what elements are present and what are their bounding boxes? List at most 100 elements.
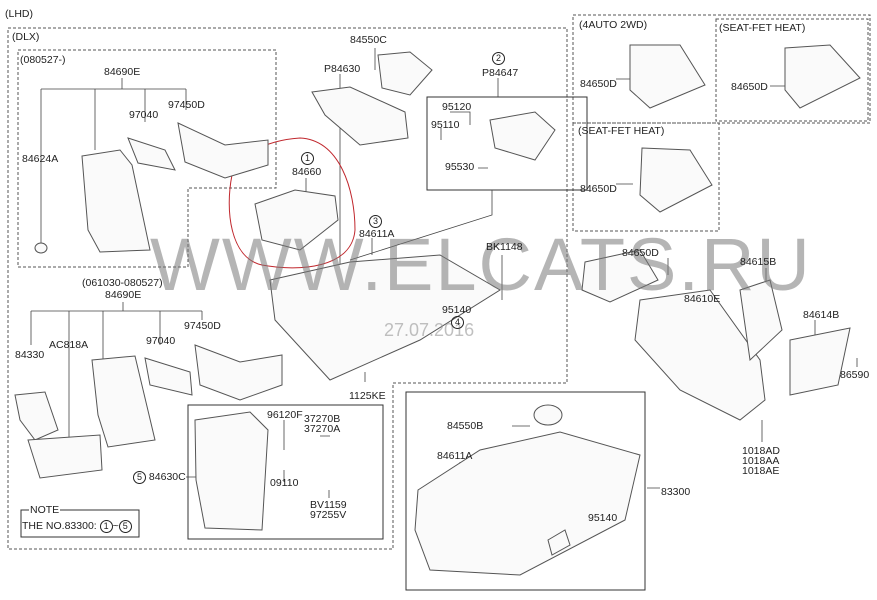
part-label[interactable]: 84690E [105, 289, 142, 301]
part-label[interactable]: 84610E [684, 293, 721, 305]
part-label[interactable]: 84550B [447, 420, 484, 432]
part-label[interactable]: 84611A [437, 450, 473, 462]
note-tilde: ~ [112, 520, 119, 532]
part-label[interactable]: 97255V [310, 509, 347, 521]
part-AC818A-tray [27, 434, 103, 479]
part-P84647-tray [489, 111, 556, 161]
part-label[interactable]: 84690E [104, 66, 141, 78]
part-label[interactable]: 86590 [840, 369, 870, 381]
part-label[interactable]: 97450D [184, 320, 221, 332]
p84630c-box [187, 404, 384, 540]
note-text: THE NO.83300: 1~5 [22, 520, 132, 533]
part-label[interactable]: 84611A [359, 228, 395, 240]
part-label[interactable]: 97040 [146, 335, 176, 347]
part-84660-armrest [254, 189, 339, 251]
leader-lines [30, 48, 858, 520]
part-97040-vent [127, 137, 176, 171]
part-label[interactable]: 1018AD [742, 445, 780, 457]
part-label[interactable]: AC818A [49, 339, 89, 351]
part-label[interactable]: 83300 [661, 486, 691, 498]
part-label[interactable]: 95120 [442, 101, 472, 113]
part-label[interactable]: 37270B [304, 413, 341, 425]
part-84550C-box [377, 51, 433, 96]
circle-number: 5 [118, 520, 132, 533]
watermark: WWW.ELCATS.RU [150, 223, 812, 306]
seat-heat-frame-2 [572, 122, 720, 232]
p84647-box [426, 96, 588, 191]
part-label[interactable]: BV1159 [310, 499, 347, 511]
section-seat-heat-2: (SEAT-FET HEAT) [578, 125, 665, 137]
part-label[interactable]: 97450D [168, 99, 205, 111]
part-label[interactable]: 09110 [270, 477, 299, 489]
part-84615B [739, 279, 783, 362]
part-84690E-panel [91, 355, 156, 448]
part-84630C-frame [194, 411, 269, 531]
part-label[interactable]: BK1148 [486, 241, 523, 253]
section-lhd: (LHD) [5, 8, 33, 20]
part-label[interactable]: 84615B [740, 256, 777, 268]
circle-number: 5 [133, 471, 146, 484]
part-label[interactable]: 84614B [803, 309, 840, 321]
part-97040-vent-b [144, 357, 193, 396]
part-label[interactable]: 84630C [148, 471, 186, 483]
note-label: THE NO.83300: [22, 520, 97, 532]
section-080527: (080527-) [20, 54, 66, 66]
circle-number: 4 [451, 316, 464, 329]
part-label[interactable]: 95140 [442, 304, 472, 316]
dlx-frame [7, 27, 568, 550]
part-label[interactable]: 84624A [22, 153, 59, 165]
auto2wd-frame [572, 14, 871, 124]
note-title: NOTE [29, 504, 61, 516]
solid-boxes [20, 96, 646, 591]
part-label[interactable]: 84330 [15, 349, 45, 361]
part-84650D-a [629, 44, 706, 109]
part-sketches [14, 44, 861, 576]
part-P84630-cover [311, 86, 409, 146]
section-frames [7, 14, 871, 550]
part-label[interactable]: 37270A [304, 423, 341, 435]
part-label[interactable]: 95530 [445, 161, 475, 173]
part-label[interactable]: 84650D [580, 183, 617, 195]
part-84650D-c [639, 147, 713, 213]
late-frame [17, 49, 277, 268]
part-label[interactable]: P84630 [324, 63, 361, 75]
part-label[interactable]: 96120F [267, 409, 303, 421]
part-cap [34, 242, 48, 254]
part-84650D-b [784, 44, 861, 109]
note-box [20, 509, 140, 538]
part-label[interactable]: 84650D [580, 78, 617, 90]
circle-number: 1 [301, 152, 314, 165]
part-95140-harness [547, 529, 571, 556]
circle-number: 3 [369, 215, 382, 228]
part-84650D-d [581, 249, 659, 303]
section-061030-080527: (061030-080527) [82, 277, 163, 289]
p83300-box [405, 391, 646, 591]
part-label[interactable]: 1018AE [742, 465, 780, 477]
part-label[interactable]: 84650D [731, 81, 768, 93]
part-label[interactable]: 97040 [129, 109, 159, 121]
part-84611A-console [269, 254, 501, 381]
part-label[interactable]: P84647 [482, 67, 519, 79]
section-seat-heat-1: (SEAT-FET HEAT) [719, 22, 806, 34]
part-84550B-cup [533, 404, 563, 426]
part-84611A-base [414, 431, 641, 576]
part-label[interactable]: 1125KE [349, 390, 386, 402]
circle-number: 1 [99, 520, 113, 533]
circle-number: 2 [492, 52, 505, 65]
part-97450D-duct [177, 122, 269, 179]
part-label[interactable]: 1018AA [742, 455, 780, 467]
part-97450D-duct-b [194, 344, 283, 401]
part-84330 [14, 391, 59, 441]
part-label[interactable]: 95140 [588, 512, 618, 524]
seat-heat-frame-1 [715, 18, 869, 122]
section-4auto-2wd: (4AUTO 2WD) [579, 19, 648, 31]
part-label[interactable]: 84660 [292, 166, 322, 178]
part-label[interactable]: 95110 [431, 119, 460, 131]
part-label[interactable]: 84550C [350, 34, 387, 46]
part-84610E-body [634, 289, 766, 421]
part-84624A-panel [81, 149, 151, 253]
part-label[interactable]: 84650D [622, 247, 659, 259]
part-84614B [789, 327, 851, 396]
